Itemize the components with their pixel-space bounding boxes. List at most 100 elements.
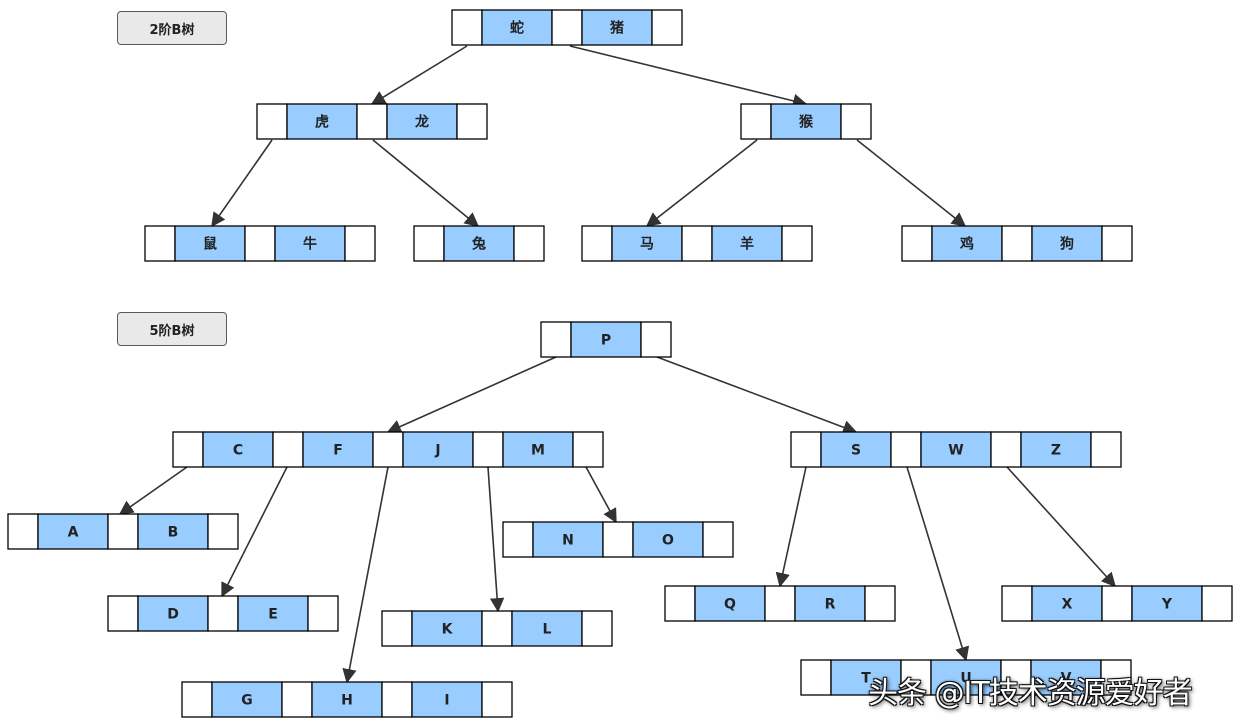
child-pointer-arrow xyxy=(1006,466,1116,588)
pointer-cell xyxy=(481,610,513,647)
child-pointer-arrow xyxy=(775,466,807,588)
key-cell xyxy=(237,595,309,632)
pointer-cell xyxy=(890,431,922,468)
pointer-cell xyxy=(1090,431,1122,468)
child-pointer-arrow xyxy=(656,356,858,435)
key-label: E xyxy=(268,607,278,623)
pointer-cell xyxy=(272,431,304,468)
key-label: M xyxy=(531,443,545,459)
child-pointer-arrow xyxy=(118,466,188,515)
child-pointer-arrow xyxy=(585,466,617,524)
key-label: S xyxy=(851,443,861,459)
pointer-cell xyxy=(640,321,672,358)
pointer-cell xyxy=(181,681,213,718)
key-label: C xyxy=(233,443,243,459)
child-pointer-arrow xyxy=(386,356,557,434)
pointer-cell xyxy=(581,225,613,262)
pointer-cell xyxy=(1201,585,1233,622)
key-label: 猴 xyxy=(798,114,814,131)
order2-level2-node-2: 马羊 xyxy=(581,225,813,262)
key-label: A xyxy=(68,525,79,541)
order2-level2-node-3: 鸡狗 xyxy=(901,225,1133,262)
key-label: K xyxy=(442,622,454,638)
pointer-cell xyxy=(1001,585,1033,622)
pointer-cell xyxy=(281,681,313,718)
pointer-cell xyxy=(864,585,896,622)
child-pointer-arrow xyxy=(487,466,505,613)
key-label: 狗 xyxy=(1060,236,1074,253)
key-label: 龙 xyxy=(414,114,429,131)
order2-btree-label: 2阶B树 xyxy=(117,11,227,45)
key-cell xyxy=(611,225,683,262)
watermark-text: 头条 @IT技术资源爱好者 xyxy=(868,676,1193,711)
order2-level2-node-1: 兔 xyxy=(413,225,545,262)
key-cell xyxy=(1031,585,1103,622)
key-label: J xyxy=(434,443,440,459)
pointer-cell xyxy=(764,585,796,622)
pointer-cell xyxy=(107,595,139,632)
order5-root-node-0: P xyxy=(540,321,672,358)
key-cell xyxy=(931,225,1003,262)
key-cell xyxy=(402,431,474,468)
key-cell xyxy=(137,595,209,632)
key-label: 兔 xyxy=(471,236,486,253)
key-cell xyxy=(411,610,483,647)
child-pointer-arrow xyxy=(645,139,758,227)
pointer-cell xyxy=(602,521,634,558)
pointer-cell xyxy=(740,103,772,140)
pointer-cell xyxy=(356,103,388,140)
pointer-cell xyxy=(1001,225,1033,262)
pointer-cell xyxy=(207,595,239,632)
pointer-cell xyxy=(800,659,832,696)
child-pointer-arrow xyxy=(906,466,970,662)
key-cell xyxy=(581,9,653,46)
pointer-cell xyxy=(456,103,488,140)
key-label: F xyxy=(333,443,343,459)
order2-root-node-0: 蛇猪 xyxy=(451,9,683,46)
key-cell xyxy=(694,585,766,622)
key-label: Q xyxy=(724,597,736,613)
child-pointer-arrow xyxy=(856,139,967,227)
key-label: G xyxy=(241,693,253,709)
key-label: 猪 xyxy=(609,20,624,37)
key-label: U xyxy=(960,671,971,687)
pointer-cell xyxy=(840,103,872,140)
pointer-cell xyxy=(664,585,696,622)
pointer-cell xyxy=(1101,225,1133,262)
key-label: O xyxy=(662,533,674,549)
key-label: R xyxy=(825,597,836,613)
pointer-cell xyxy=(781,225,813,262)
key-label: P xyxy=(601,333,611,349)
order2-level2-node-0: 鼠牛 xyxy=(144,225,376,262)
key-label: H xyxy=(341,693,353,709)
key-label: L xyxy=(543,622,552,638)
key-label: Y xyxy=(1161,597,1173,613)
key-cell xyxy=(794,585,866,622)
pointer-cell xyxy=(1100,659,1132,696)
key-cell xyxy=(1030,659,1102,696)
pointer-cell xyxy=(107,513,139,550)
key-label: 牛 xyxy=(303,236,317,253)
key-label: N xyxy=(562,533,574,549)
key-cell xyxy=(202,431,274,468)
order2-level1-node-1: 猴 xyxy=(740,103,872,140)
key-cell xyxy=(511,610,583,647)
pointer-cell xyxy=(572,431,604,468)
key-label: 鼠 xyxy=(203,236,217,253)
pointer-cell xyxy=(372,431,404,468)
pointer-cell xyxy=(256,103,288,140)
pointer-cell xyxy=(381,610,413,647)
pointer-cell xyxy=(581,610,613,647)
child-pointer-arrow xyxy=(221,466,288,598)
pointer-cell xyxy=(790,431,822,468)
key-label: V xyxy=(1061,671,1072,687)
key-cell xyxy=(532,521,604,558)
child-pointer-arrow xyxy=(342,466,389,684)
